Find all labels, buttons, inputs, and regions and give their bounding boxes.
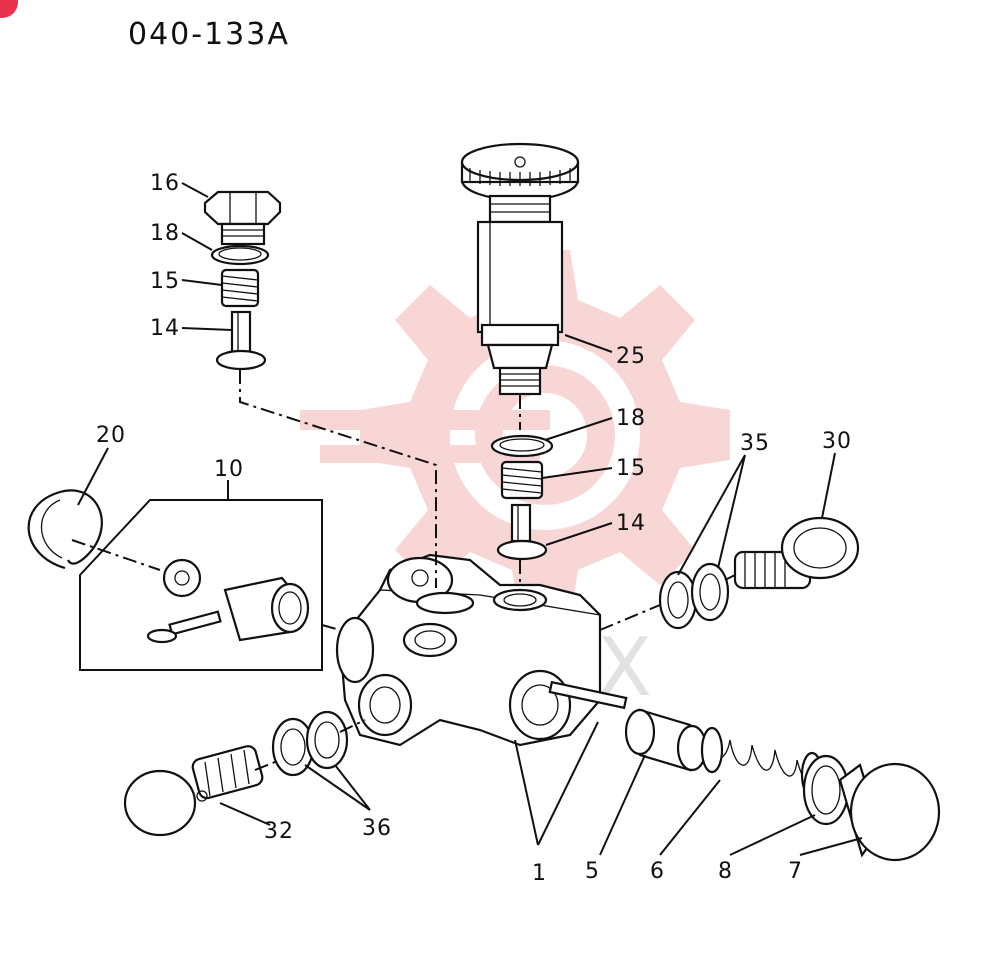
part-30-banjo-bolt [733,516,860,590]
callout-18-upper: 18 [150,221,180,246]
centerlines [71,370,736,771]
part-7-hex-cap [838,762,941,862]
callout-6: 6 [650,859,665,884]
callout-35: 35 [740,431,770,456]
callout-8: 8 [718,859,733,884]
callout-15-upper: 15 [150,269,180,294]
part-35-washers [658,562,730,630]
callout-5: 5 [585,859,600,884]
callout-14-middle: 14 [616,511,646,536]
callout-10: 10 [214,457,244,482]
part-8-gasket [802,754,850,826]
callout-18-middle: 18 [616,406,646,431]
part-15-spring-middle [500,460,544,500]
part-16-hex-plug [203,190,282,246]
callout-32: 32 [264,819,294,844]
part-18-washer-upper [210,244,270,266]
part-10-kit-box [79,499,323,671]
part-5-sleeve [624,708,708,772]
part-25-priming-pump [460,142,580,396]
callout-1: 1 [532,861,547,886]
callout-36: 36 [362,816,392,841]
part-32-banjo-bolt [123,745,264,837]
diagram-title: 040-133A [128,17,290,52]
part-15-spring-upper [220,268,260,308]
callout-16: 16 [150,171,180,196]
part-1-piston-rod [548,680,628,710]
callout-14-upper: 14 [150,316,180,341]
leader-lines [77,182,863,856]
part-18-washer-middle [490,434,554,458]
callout-30: 30 [822,429,852,454]
callout-25: 25 [616,344,646,369]
callout-7: 7 [788,859,803,884]
callout-20: 20 [96,423,126,448]
part-20-snap-ring [27,489,103,570]
callout-15-middle: 15 [616,456,646,481]
part-14-valve-upper [215,310,267,371]
part-14-valve-middle [496,503,548,561]
part-1-pump-body [335,553,602,747]
corner-badge [0,0,18,18]
part-36-washers [271,710,349,777]
